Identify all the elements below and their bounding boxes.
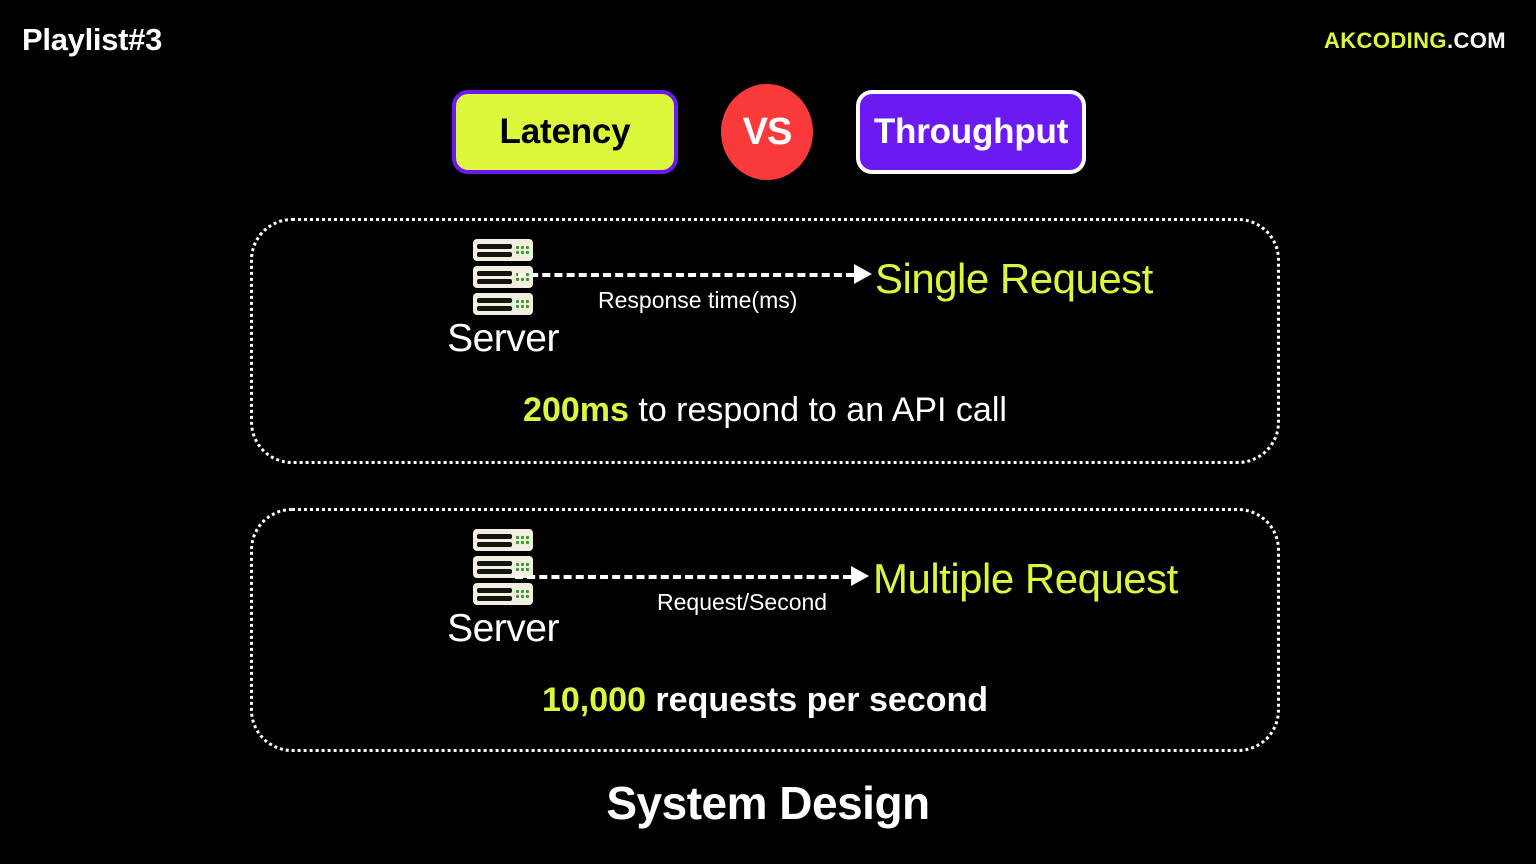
fact-metric: 200ms (523, 391, 629, 429)
fact-metric: 10,000 (541, 681, 646, 719)
badge-throughput: Throughput (856, 90, 1086, 174)
comparison-header: Latency VS Throughput (452, 84, 1086, 180)
server-rack-unit-icon (473, 556, 533, 578)
brand-name: AKCODING (1323, 28, 1447, 53)
playlist-title: Playlist#3 (22, 22, 163, 57)
server-group-throughput: Server (403, 529, 603, 651)
server-rack-unit-icon (473, 293, 533, 315)
flow-arrow-latency: Response time(ms) (518, 251, 878, 313)
arrow-head-icon (854, 264, 872, 284)
arrow-head-icon (851, 566, 869, 586)
fact-line-latency: 200ms to respond to an API call (253, 391, 1277, 430)
fact-rest: requests per second (645, 681, 988, 719)
versus-badge: VS (721, 84, 813, 180)
footer-title: System Design (606, 777, 930, 829)
server-label: Server (447, 317, 559, 360)
server-icon (403, 529, 603, 605)
flow-target-latency: Single Request (875, 255, 1153, 302)
card-throughput: Server Request/Second Multiple Request 1… (250, 508, 1280, 752)
server-icon (403, 239, 603, 315)
flow-arrow-throughput: Request/Second (515, 553, 875, 615)
brand-watermark: AKCODING.COM (1324, 28, 1506, 54)
brand-tld: .COM (1446, 28, 1506, 53)
flow-label: Request/Second (657, 589, 828, 615)
dashed-line (515, 575, 851, 579)
server-rack-unit-icon (473, 529, 533, 551)
dashed-line (518, 273, 854, 277)
badge-latency: Latency (452, 90, 678, 174)
flow-target-throughput: Multiple Request (873, 555, 1178, 602)
server-rack-unit-icon (473, 266, 533, 288)
server-label: Server (447, 607, 559, 650)
fact-line-throughput: 10,000 requests per second (253, 681, 1277, 720)
server-group-latency: Server (403, 239, 603, 361)
fact-rest: to respond to an API call (628, 391, 1007, 429)
flow-label: Response time(ms) (598, 287, 798, 313)
card-latency: Server Response time(ms) Single Request … (250, 218, 1280, 464)
server-rack-unit-icon (473, 239, 533, 261)
server-rack-unit-icon (473, 583, 533, 605)
